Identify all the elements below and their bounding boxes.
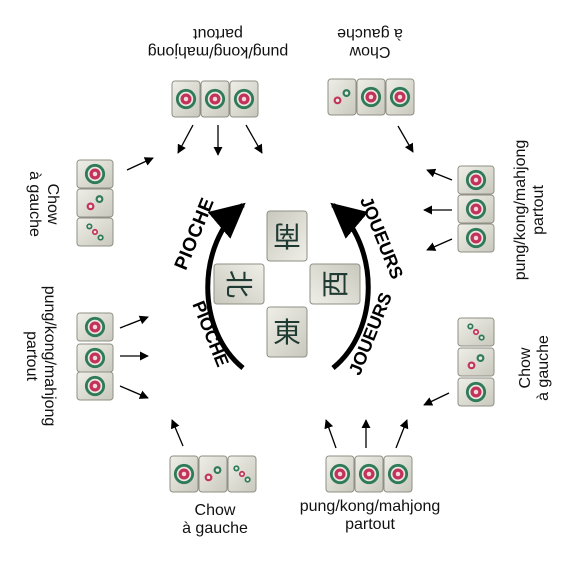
claim-arrow (397, 125, 414, 153)
wind-glyph-east: 東 (273, 316, 301, 349)
wind-glyph-north: 北 (222, 270, 255, 298)
chow-line1: Chow (517, 347, 534, 389)
pung-tile-top-2 (200, 80, 230, 118)
tile-groups (76, 78, 495, 493)
claim-arrow (245, 124, 263, 154)
chow-line1: Chow (349, 43, 391, 60)
turn-arrows (205, 202, 371, 370)
wind-tile-left: 北 (213, 263, 265, 305)
chow-line2: à gauche (535, 335, 552, 401)
chow-line2: à gauche (182, 520, 248, 537)
pung-line1: pung/kong/mahjong (41, 285, 58, 427)
pung-tile-top-1 (171, 80, 201, 118)
pung-line2: partout (23, 331, 40, 381)
chow-tile-bottom-left-2 (198, 455, 228, 493)
pung-tile-right-3 (457, 223, 495, 253)
chow-line1: Chow (194, 502, 236, 519)
chow-tile-top-right-2 (356, 78, 386, 116)
pung-tile-bottom-3 (383, 455, 413, 493)
chow-label-top-right: Chow à gauche (320, 24, 420, 60)
pung-tile-left-2 (76, 343, 114, 373)
wind-glyph-west: 西 (319, 270, 352, 298)
pung-label-left: pung/kong/mahjong partout (22, 276, 58, 436)
left-arc-arrow (205, 202, 246, 370)
claim-arrow (426, 168, 453, 181)
pung-label-bottom: pung/kong/mahjong partout (280, 498, 460, 534)
wind-tile-bottom: 東 (266, 306, 308, 358)
chow-tile-top-left-2 (76, 188, 114, 218)
chow-tile-top-left-1 (76, 159, 114, 189)
pung-label-top: pung/kong/mahjong partout (128, 24, 308, 60)
chow-line2: à gauche (337, 25, 403, 42)
chow-tile-top-right-1 (327, 78, 357, 116)
chow-tile-top-right-3 (385, 78, 415, 116)
pung-line1: pung/kong/mahjong (299, 498, 441, 515)
pung-tile-bottom-1 (325, 455, 355, 493)
claim-arrow (324, 419, 337, 449)
claim-arrow (177, 124, 194, 154)
wind-tile-right: 西 (309, 263, 361, 305)
claim-arrow (171, 419, 184, 447)
claim-arrow (119, 385, 149, 399)
pioche-label-bottom: PIOCHE (188, 298, 232, 369)
wind-tiles: 南 東 北 西 (213, 210, 361, 358)
claim-arrows (119, 124, 453, 449)
chow-tile-right-2 (457, 347, 495, 377)
claim-arrow (126, 157, 154, 171)
chow-tile-top-left-3 (76, 217, 114, 247)
claim-arrow (119, 315, 149, 329)
chow-line1: Chow (44, 183, 61, 225)
chow-tile-bottom-left-3 (227, 455, 257, 493)
chow-label-top-left: Chow à gauche (25, 159, 61, 249)
chow-line2: à gauche (26, 171, 43, 237)
wind-glyph-south: 南 (273, 219, 301, 252)
pung-line1: pung/kong/mahjong (512, 139, 529, 281)
wind-tile-top: 南 (266, 210, 308, 262)
pung-line2: partout (345, 516, 395, 533)
pung-tile-left-1 (76, 312, 114, 342)
claim-arrow (423, 392, 450, 406)
pung-label-right: pung/kong/mahjong partout (512, 130, 548, 290)
chow-tile-right-3 (457, 377, 495, 407)
pung-tile-right-1 (457, 165, 495, 195)
pung-tile-top-3 (229, 80, 259, 118)
chow-label-right: Chow à gauche (517, 318, 553, 418)
joueurs-label-top: JOUEURS (356, 194, 407, 282)
pung-tile-right-2 (457, 194, 495, 224)
pung-line1: pung/kong/mahjong (147, 43, 289, 60)
claim-arrow (426, 238, 453, 251)
pung-tile-left-3 (76, 371, 114, 401)
chow-tile-bottom-left-1 (169, 455, 199, 493)
chow-label-bottom-left: Chow à gauche (160, 502, 270, 538)
pung-line2: partout (193, 25, 243, 42)
pung-line2: partout (530, 185, 547, 235)
right-arc-arrow (330, 202, 371, 370)
claim-arrow (395, 419, 409, 449)
chow-tile-right-1 (457, 317, 495, 347)
pung-tile-bottom-2 (354, 455, 384, 493)
